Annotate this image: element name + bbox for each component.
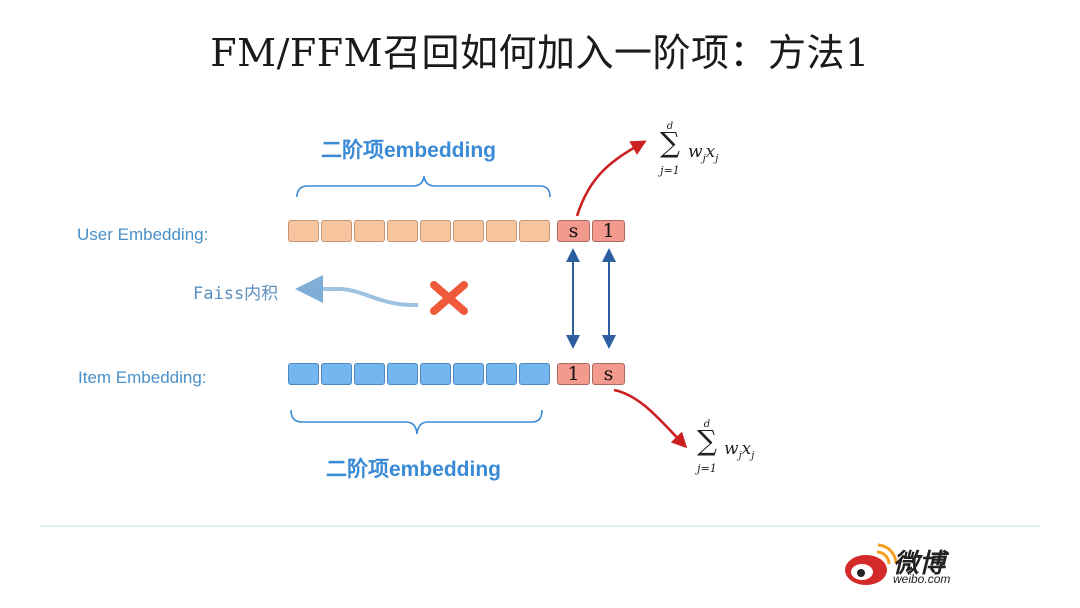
item-first-order-cells: 1 s (557, 363, 625, 385)
user-embedding-cell (420, 220, 451, 242)
item-scalar-s: s (592, 363, 625, 385)
formula-bottom-x: x (741, 439, 752, 459)
formula-top-w: w (688, 142, 703, 162)
item-embedding-cell (420, 363, 451, 385)
user-embedding-cell (453, 220, 484, 242)
formula-bottom-sigma: ∑ (697, 424, 717, 457)
top-brace (296, 175, 551, 198)
formula-top-upper: d (666, 121, 674, 132)
bottom-brace-label: 二阶项embedding (326, 458, 502, 481)
formula-bottom-lower: j=1 (697, 462, 717, 475)
formula-bottom-upper: d (703, 419, 711, 430)
formula-top-x-sub: j (715, 153, 719, 165)
faiss-arrow (295, 275, 419, 308)
item-embedding-cell (387, 363, 418, 385)
user-embedding-cell (387, 220, 418, 242)
user-embedding-label: User Embedding: (77, 225, 209, 244)
bottom-brace (290, 409, 543, 435)
item-embedding-cell (288, 363, 319, 385)
formula-top-term: wjxj (688, 142, 718, 164)
top-brace-label: 二阶项embedding (321, 139, 497, 162)
formula-top-x: x (705, 142, 716, 162)
page-title: FM/FFM召回如何加入一阶项：方法1 (210, 31, 870, 75)
formula-top-w-sub: j (702, 153, 706, 165)
user-embedding-cell (354, 220, 385, 242)
cross-icon (430, 281, 468, 315)
item-embedding-cell (354, 363, 385, 385)
user-embedding-cell (519, 220, 550, 242)
item-embedding-cell (519, 363, 550, 385)
user-first-order-cells: s 1 (557, 220, 625, 242)
formula-top-sigma: ∑ (660, 126, 680, 159)
faiss-label: Faiss内积 (193, 284, 279, 304)
item-embedding-vector (288, 363, 550, 385)
formula-bottom-x-sub: j (751, 450, 755, 462)
weibo-logo-icon (845, 543, 898, 585)
item-embedding-cell (486, 363, 517, 385)
formula-bottom-w-sub: j (738, 450, 742, 462)
red-arrow-bottom (613, 388, 688, 449)
weibo-brand: 微博 (893, 548, 946, 578)
formula-top-lower: j=1 (660, 164, 680, 177)
user-embedding-cell (288, 220, 319, 242)
weibo-domain: weibo.com (893, 572, 951, 586)
user-embedding-cell (486, 220, 517, 242)
formula-bottom-w: w (724, 439, 739, 459)
user-embedding-vector (288, 220, 550, 242)
item-embedding-cell (453, 363, 484, 385)
user-scalar-s: s (557, 220, 590, 242)
item-embedding-cell (321, 363, 352, 385)
formula-bottom-term: wjxj (724, 439, 754, 461)
red-arrow-top (575, 140, 647, 217)
user-scalar-1: 1 (592, 220, 625, 242)
item-embedding-label: Item Embedding: (78, 368, 207, 387)
item-scalar-1: 1 (557, 363, 590, 385)
user-embedding-cell (321, 220, 352, 242)
